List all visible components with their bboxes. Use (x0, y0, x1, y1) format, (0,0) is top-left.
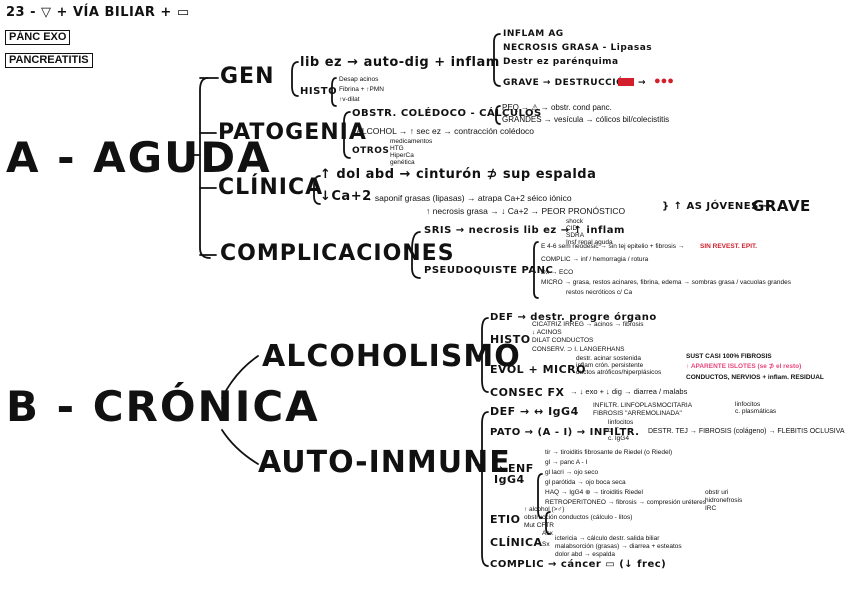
alc-evol-right-3: CONDUCTOS, NERVIOS + inflam. RESIDUAL (686, 374, 824, 381)
cronica-title: B - CRÓNICA (6, 382, 320, 431)
ai-complic: COMPLIC → cáncer ▭ (↓ frec) (490, 559, 667, 570)
ai-clinica-2: Sx (542, 541, 550, 548)
gen-outcome-2: NECROSIS GRASA - Lipasas (503, 43, 653, 53)
otros-item-1: medicamentos (390, 138, 433, 145)
clinica-sapon: → saponif grasas (lipasas) → atrapa Ca+2… (364, 193, 572, 203)
sris-item-1: shock (566, 218, 583, 225)
sris-item-2: CID (566, 225, 578, 232)
ai-etio-1: ↑ alcohol (>♂) (524, 506, 565, 513)
blood-drops-icon: ●●● (654, 75, 674, 87)
alcoholismo-def: DEF → destr. progre órgano (490, 312, 657, 323)
alcoholismo-label: ALCOHOLISMO (262, 339, 521, 374)
ai-clinica-1: Asx (542, 530, 553, 537)
clinica-label: CLÍNICA (218, 175, 324, 200)
gen-label: GEN (220, 64, 275, 89)
sris-item-3: SDRA (566, 232, 585, 239)
clinica-necrosis: ↑ necrosis grasa → ↓ Ca+2 → PEOR PRONÓST… (426, 206, 626, 216)
gen-grave-arrow: → (638, 78, 647, 88)
complic-pseudo: PSEUDOQUISTE PANC (424, 265, 554, 276)
ai-pato-mid-2: c. T (608, 427, 619, 434)
alc-evol-2: inflam crón. persistente (576, 362, 644, 369)
alcoholismo-evol: EVOL + MICRO (490, 363, 587, 376)
alc-histo-3: DILAT CONDUCTOS (532, 337, 594, 344)
sin-revest: SIN REVEST. EPIT. (700, 243, 758, 250)
clinica-dolor: ↑ dol abd → cinturón ⊅ sup espalda (320, 167, 597, 182)
clinica-grave: GRAVE (752, 197, 811, 215)
pseudo-item-5: restos necróticos c/ Ca (566, 289, 633, 296)
otros-item-3: HiperCa (390, 152, 414, 159)
alc-histo-2: ↓ ACINOS (532, 329, 562, 336)
pseudo-item-2: COMPLIC → inf / hemorragia / rotura (541, 256, 649, 263)
ai-etio-3: Mut CFTR (524, 522, 554, 529)
ai-def: DEF → ↔ IgG4 (490, 405, 579, 418)
gen-outcome-3: Destr ez parénquima (503, 57, 619, 67)
ai-enf-1: tir → tiroiditis fibrosante de Riedel (o… (545, 449, 673, 456)
pseudo-item-4: MICRO → grasa, restos acinares, fibrina,… (541, 279, 791, 286)
ai-enf-5: HAQ → IgG4 ⊕ → tiroiditis Riedel (545, 489, 643, 496)
alc-evol-3: ductos atróficos/hiperplásicos (576, 369, 662, 376)
ai-def-right-1: linfocitos (735, 401, 761, 408)
ai-def-item-1: INFILTR. LINFOPLASMOCITARIA (593, 402, 693, 409)
ai-etio-2: obstrucción conductos (cálculo - litos) (524, 514, 633, 521)
page-title: 23 - ▽ + VÍA BILIAR + ▭ (6, 5, 190, 20)
aguda-bracket (199, 77, 211, 259)
histo-item-1: Desap acinos (339, 76, 379, 83)
pseudo-item-3: Dx → ECO (541, 269, 574, 276)
complicaciones-label: COMPLICACIONES (220, 241, 455, 266)
ai-clinica-5: dolor abd → espalda (555, 551, 615, 558)
complic-sris: SRIS → necrosis lib ez → ↑ inflam (424, 225, 625, 236)
patogenia-otros: OTROS (352, 146, 390, 156)
tag-panc-exo: PÁNC EXO (5, 30, 71, 45)
otros-item-4: genética (390, 159, 415, 166)
ai-clinica: CLÍNICA (490, 536, 543, 549)
gen-outcome-1: INFLAM AG (503, 29, 564, 39)
alc-evol-right-1: SUST CASI 100% FIBROSIS (686, 353, 772, 360)
sris-item-4: Insf renal aguda (566, 239, 613, 246)
patogenia-alcohol: ↑ALCOHOL → ↑ sec ez → contracción colédo… (352, 126, 535, 136)
histo-item-2: Fibrina + ↑PMN (339, 86, 384, 93)
ai-clinica-4: malabsorción (grasas) → diarrea + esteat… (555, 543, 682, 550)
ai-pato-mid-1: linfocitos (608, 419, 634, 426)
patogenia-peq: PEQ → ⚠ → obstr. cond panc. (502, 103, 612, 112)
alc-histo-1: CICATRIZ IRREG → acinos → fibrosis (532, 321, 644, 328)
ai-pato-end: DESTR. TEJ → FIBROSIS (colágeno) → FLEBI… (648, 428, 845, 435)
patogenia-obstr: OBSTR. COLÉDOCO - CÁLCULOS (352, 108, 542, 119)
ai-enf-right-3: IRC (705, 505, 717, 512)
ai-enf-4: gl parótida → ojo boca seca (545, 479, 626, 486)
alcoholismo-histo: HISTO (490, 333, 531, 346)
gen-lib: lib ez → auto-dig + inflam (300, 55, 500, 70)
alc-evol-right-2: ↑ APARENTE ISLOTES (se ⊅ el resto) (686, 363, 802, 370)
ai-enf: ↔ ENF IgG4 (494, 462, 534, 486)
ai-pato: PATO → (A - I) → INFILTR. (490, 427, 640, 438)
ai-enf-6: RETROPERITONEO → fibrosis → compresión u… (545, 499, 706, 506)
ai-enf-right-1: obstr uri (705, 489, 729, 496)
pseudo-item-1: E 4-6 sem neodesic → sin tej epitelio + … (541, 243, 685, 250)
alc-consec-text: → ↓ exo + ↓ dig → diarrea / malabs (570, 387, 688, 396)
patogenia-label: PATOGENIA (218, 120, 367, 145)
ai-enf-3: gl lacri → ojo seco (545, 469, 599, 476)
aguda-title: A - AGUDA (6, 133, 272, 182)
ai-enf-2: gl → panc A - I (545, 459, 588, 466)
ai-def-right-2: c. plasmáticas (735, 408, 777, 415)
ai-pato-mid-3: c. IgG4 (608, 435, 629, 442)
histo-item-3: ↑v-dilat (339, 96, 360, 103)
alc-evol-1: destr. acinar sostenida (576, 355, 642, 362)
clinica-jovenes: } ↑ AS JÓVENES → (662, 201, 772, 212)
histo-label: HISTO (300, 86, 338, 97)
ai-enf-right-2: hidronefrosis (705, 497, 743, 504)
tag-pancreatitis: PANCREATITIS (5, 53, 93, 68)
alcoholismo-consec: CONSEC FX (490, 386, 565, 399)
clinica-ca: ↓Ca+2 (320, 189, 372, 204)
ai-clinica-3: ictericia → cálculo destr. salida biliar (555, 535, 660, 542)
destruction-bar-icon (618, 78, 634, 86)
otros-item-2: HTG (390, 145, 404, 152)
gen-grave: GRAVE → DESTRUCCIÓN (503, 78, 633, 88)
alc-histo-4: CONSERV. ⊃ I. LANGERHANS (532, 346, 625, 353)
ai-def-item-2: FIBROSIS "ARREMOLINADA" (593, 410, 682, 417)
autoinmune-label: AUTO-INMUNE (258, 445, 511, 480)
ai-etio: ETIO (490, 513, 521, 526)
patogenia-grandes: GRANDES → vesícula → cólicos bil/colecis… (502, 115, 670, 124)
